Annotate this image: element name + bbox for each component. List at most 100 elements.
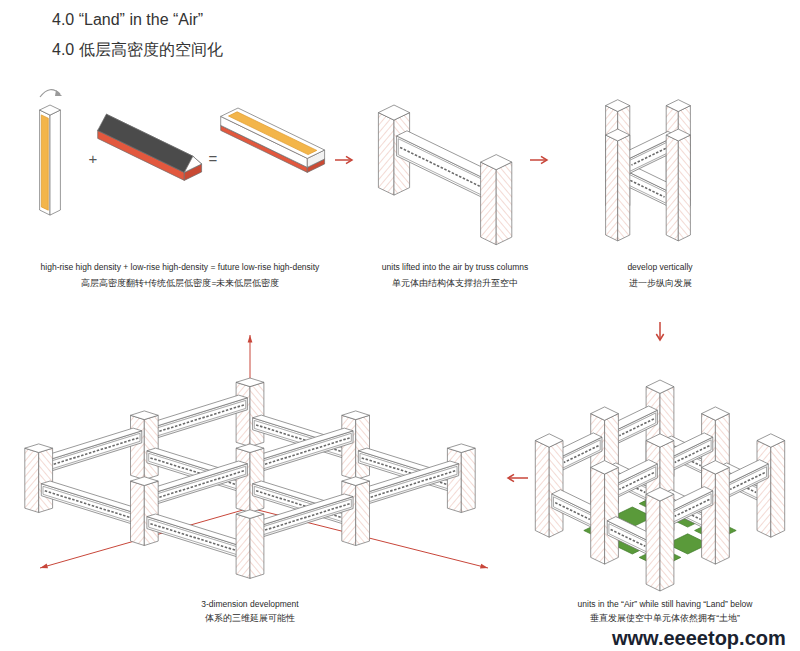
high-rise-block: [40, 105, 61, 115]
truss-column: [757, 441, 771, 538]
beam-truss: [618, 413, 656, 442]
truss-column: [236, 378, 264, 387]
truss-column: [236, 448, 250, 512]
beam-truss: [52, 433, 140, 469]
truss-column: [757, 434, 785, 447]
truss-column: [591, 467, 605, 564]
beam-truss-line: [159, 471, 244, 498]
house-gable: [184, 156, 201, 172]
beam-truss-line: [555, 503, 590, 520]
beam-truss: [263, 433, 351, 469]
truss-column: [605, 467, 619, 564]
caption: high-rise high density + low-rise high-d…: [41, 262, 320, 272]
caption: 单元体由结构体支撑抬升至空中: [392, 278, 518, 288]
caption: units lifted into the air by truss colum…: [382, 262, 528, 272]
truss-column: [591, 407, 619, 420]
truss-column: [25, 444, 53, 453]
beam-truss: [157, 466, 245, 502]
beam-truss-line: [265, 504, 350, 531]
beam-truss-line: [564, 446, 599, 463]
bar-body: [221, 108, 325, 158]
beam-truss: [398, 139, 481, 195]
truss-column: [496, 162, 512, 245]
truss-column: [250, 382, 264, 446]
truss-column: [535, 434, 563, 447]
beam-truss-line: [675, 446, 710, 463]
beam-truss-line: [370, 471, 455, 498]
truss-column: [25, 448, 39, 512]
watermark: www.eeeetop.com: [612, 626, 786, 650]
truss-column: [646, 434, 674, 447]
truss-column: [236, 514, 250, 578]
truss-column: [378, 113, 394, 196]
truss-column: [250, 514, 264, 578]
flow-arrow-head: [541, 156, 547, 163]
truss-column: [535, 441, 549, 538]
truss-column: [702, 467, 716, 564]
truss-column: [447, 444, 475, 453]
beam-truss-line: [611, 530, 646, 547]
truss-column: [678, 135, 690, 241]
truss-column: [660, 494, 674, 591]
truss-column: [131, 477, 159, 486]
truss-column: [447, 448, 461, 512]
beam-truss-line: [265, 438, 350, 464]
beam-truss: [673, 440, 711, 469]
flow-arrow: [530, 159, 547, 161]
truss-column: [342, 477, 370, 486]
high-rise-block: [50, 110, 60, 215]
beam-truss: [673, 494, 711, 522]
beam-truss: [369, 466, 457, 502]
high-rise-strip: [41, 115, 48, 210]
truss-column: [236, 510, 264, 519]
truss-column: [481, 155, 512, 170]
beam-truss-line: [730, 473, 765, 490]
truss-column: [144, 415, 158, 479]
truss-column: [378, 105, 409, 120]
truss-column: [250, 448, 264, 512]
beam-truss: [618, 467, 656, 496]
truss-column: [144, 481, 158, 545]
subtitle: 4.0 低层高密度的空间化: [52, 40, 223, 59]
truss-column: [131, 481, 145, 545]
title: 4.0 “Land” in the “Air”: [52, 10, 203, 29]
truss-column: [702, 407, 730, 420]
truss-column: [39, 448, 53, 512]
flow-arrow-head: [508, 474, 514, 481]
beam-truss-line: [45, 491, 130, 518]
rotate-arrow-head: [55, 90, 62, 96]
truss-column: [606, 135, 618, 241]
beam-truss: [554, 497, 592, 526]
truss-column: [702, 461, 730, 475]
beam-truss: [562, 440, 600, 469]
beam-truss-line: [400, 148, 480, 187]
caption: develop vertically: [627, 262, 692, 272]
truss-column: [131, 415, 145, 479]
truss-column: [356, 481, 370, 545]
house-roof: [98, 114, 193, 172]
beam-truss-line: [619, 419, 654, 436]
caption: units in the “Air” while still having “L…: [578, 599, 753, 609]
truss-column: [549, 441, 563, 538]
truss-column: [618, 135, 630, 241]
truss-column: [646, 380, 674, 393]
caption: 进一步纵向发展: [629, 278, 692, 288]
caption: 垂直发展使空中单元体依然拥有“土地”: [590, 613, 740, 623]
truss-column: [771, 441, 785, 538]
truss-column: [715, 467, 729, 564]
truss-column: [236, 444, 264, 453]
truss-column: [646, 488, 674, 502]
flow-arrow: [659, 322, 661, 340]
truss-column: [481, 162, 497, 245]
caption: 体系的三维延展可能性: [205, 613, 295, 623]
operator-sign: +: [89, 150, 98, 168]
bar-strip: [229, 112, 317, 155]
truss-column: [591, 461, 619, 475]
flow-arrow-head: [346, 156, 352, 163]
truss-column: [666, 135, 678, 241]
beam-truss: [609, 524, 647, 552]
truss-column: [606, 100, 630, 112]
truss-column: [342, 411, 370, 420]
